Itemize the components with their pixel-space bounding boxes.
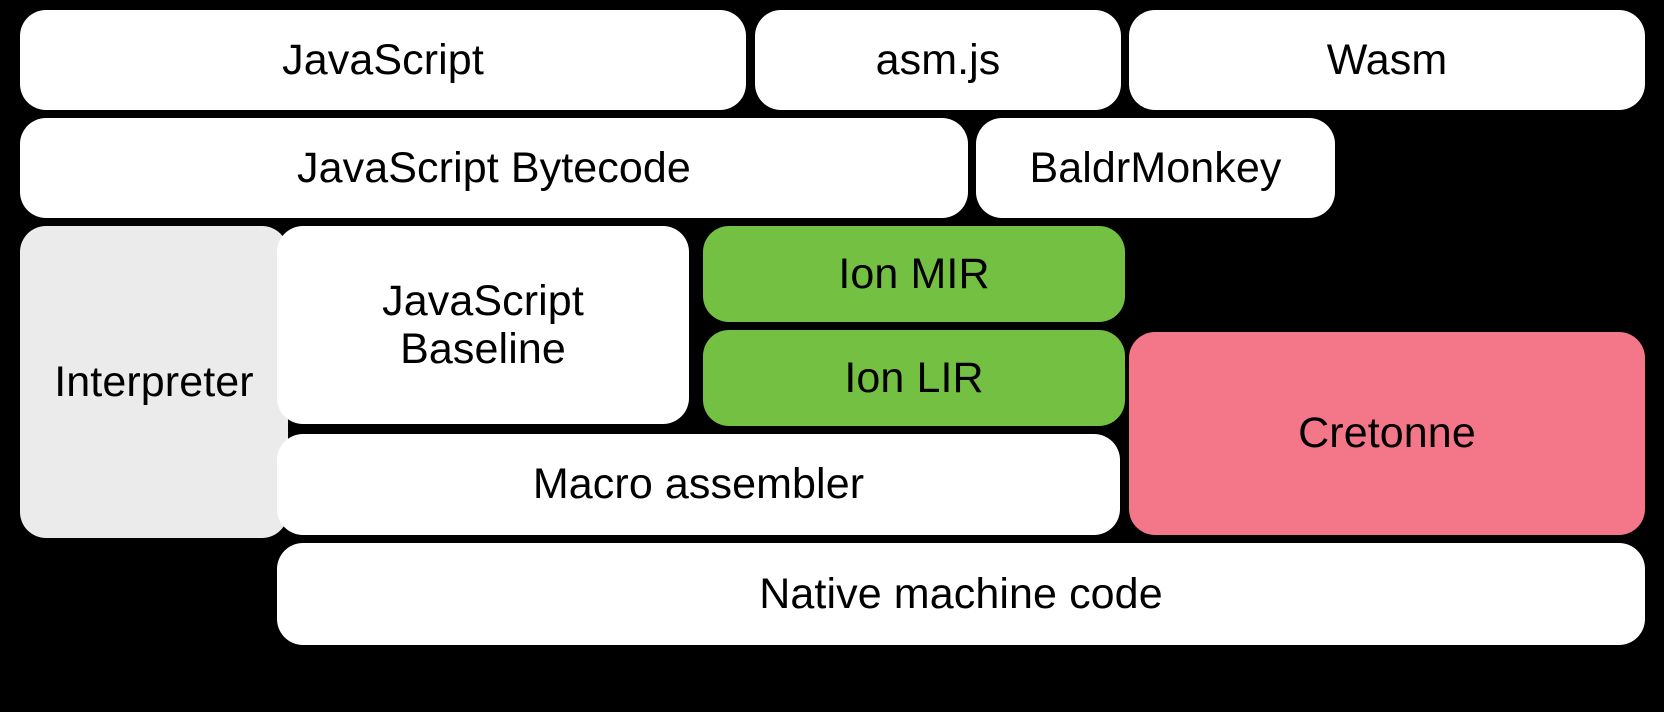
- node-wasm[interactable]: Wasm: [1129, 10, 1645, 110]
- node-javascript-baseline[interactable]: JavaScript Baseline: [277, 226, 689, 424]
- node-baldrmonkey[interactable]: BaldrMonkey: [976, 118, 1335, 218]
- node-macro-assembler[interactable]: Macro assembler: [277, 434, 1120, 535]
- node-asmjs[interactable]: asm.js: [755, 10, 1121, 110]
- node-native-machine-code[interactable]: Native machine code: [277, 543, 1645, 645]
- node-javascript[interactable]: JavaScript: [20, 10, 746, 110]
- node-cretonne[interactable]: Cretonne: [1129, 332, 1645, 535]
- node-interpreter[interactable]: Interpreter: [20, 226, 288, 538]
- node-ion-mir[interactable]: Ion MIR: [703, 226, 1125, 322]
- node-ion-lir[interactable]: Ion LIR: [703, 330, 1125, 426]
- node-javascript-bytecode[interactable]: JavaScript Bytecode: [20, 118, 968, 218]
